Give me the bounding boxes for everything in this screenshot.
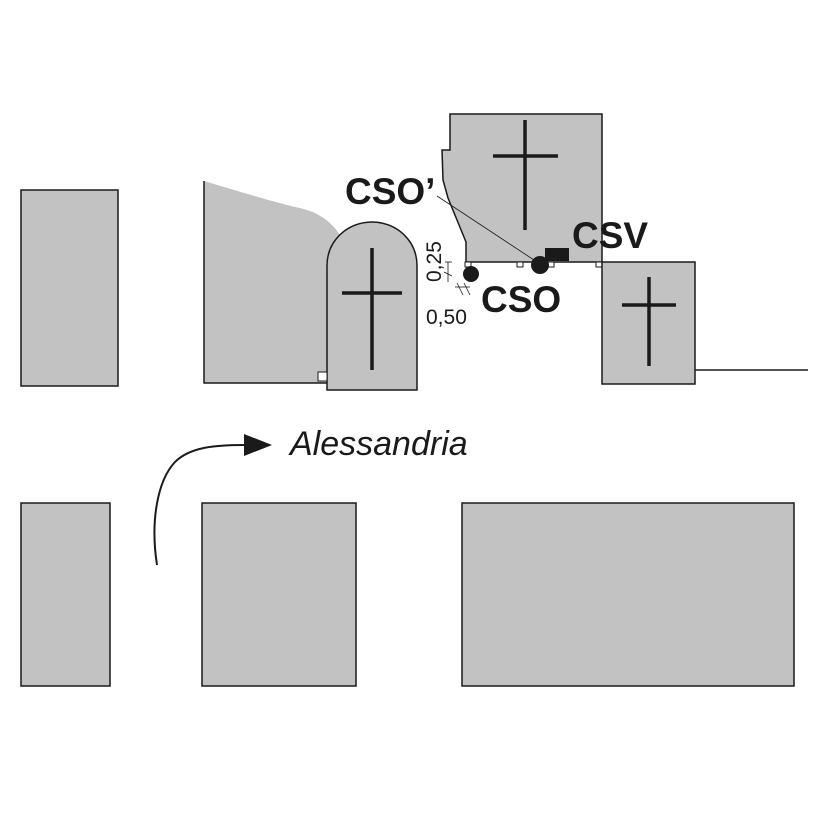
dimension-label-025: 0,25 <box>423 241 446 282</box>
wall-notches <box>464 261 603 268</box>
building-block-curved <box>204 181 345 383</box>
turn-arrow-icon <box>153 434 272 566</box>
cso-label: CSO <box>481 279 561 320</box>
building-block-bottom-right <box>461 502 795 687</box>
cross-icon <box>342 248 402 370</box>
cso-prime-label: CSO’ <box>345 171 435 212</box>
cso-prime-marker-dot <box>531 256 549 274</box>
street-name-label: Alessandria <box>288 425 468 463</box>
csv-label: CSV <box>572 215 648 256</box>
dimension-label-050: 0,50 <box>426 306 467 329</box>
cso-marker-dot <box>463 266 479 282</box>
dimension-ticks <box>443 261 471 296</box>
chapel-small-step <box>317 371 328 382</box>
building-block-top-left <box>20 189 119 387</box>
church-large-block <box>441 113 603 263</box>
building-block-bottom-left <box>20 502 111 687</box>
csv-marker-square <box>545 248 569 261</box>
cross-icon <box>622 277 676 366</box>
building-block-bottom-middle <box>201 502 357 687</box>
building-block-curved-outline <box>203 181 345 384</box>
cso-prime-leader-line <box>436 195 538 263</box>
cross-icon <box>493 120 558 230</box>
